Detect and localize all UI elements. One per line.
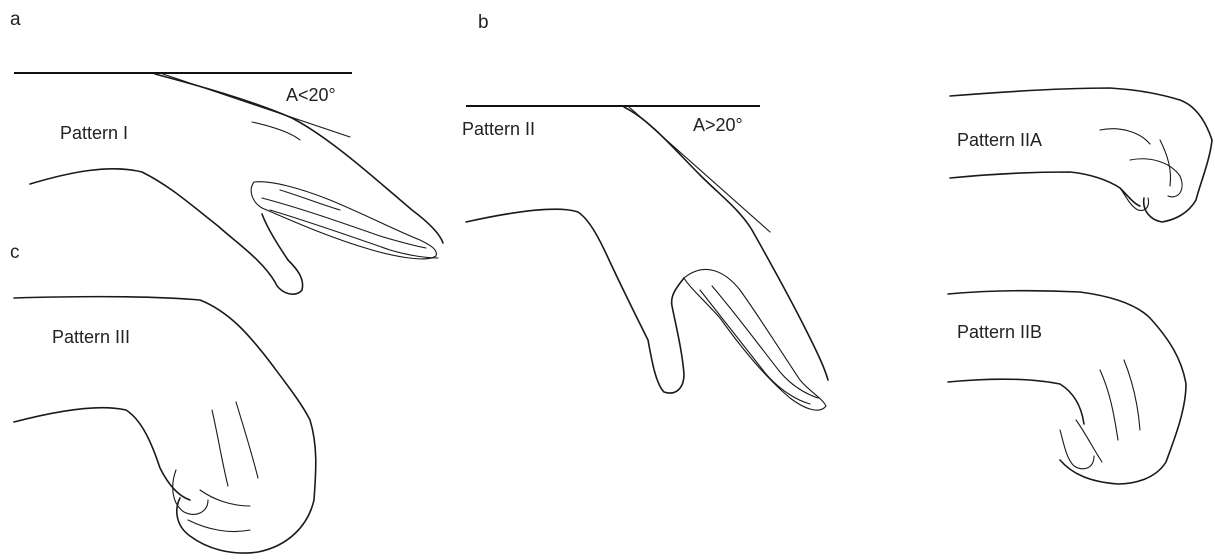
pattern-iia-hand-outline (950, 88, 1212, 222)
pattern-ii-palm-and-thumb (466, 209, 684, 393)
pattern-ii-label: Pattern II (462, 120, 535, 138)
pattern-i-label: Pattern I (60, 124, 128, 142)
pattern-iii-label: Pattern III (52, 328, 130, 346)
pattern-iib-label: Pattern IIB (957, 323, 1042, 341)
pattern-ii-hand-drawing (466, 106, 828, 410)
pattern-iia-label: Pattern IIA (957, 131, 1042, 149)
pattern-i-hand-drawing (14, 73, 443, 294)
pattern-ii-forearm-dorsal-edge (624, 107, 828, 380)
angle-label-pattern-i: A<20° (286, 86, 336, 104)
pattern-i-palm-and-thumb (30, 169, 303, 294)
pattern-iia-hand-drawing (950, 88, 1212, 222)
pattern-iib-hand-drawing (948, 291, 1186, 484)
panel-label-a: a (10, 10, 21, 29)
panel-label-c: c (10, 243, 20, 262)
panel-label-b: b (478, 13, 489, 32)
angle-label-pattern-ii: A>20° (693, 116, 743, 134)
